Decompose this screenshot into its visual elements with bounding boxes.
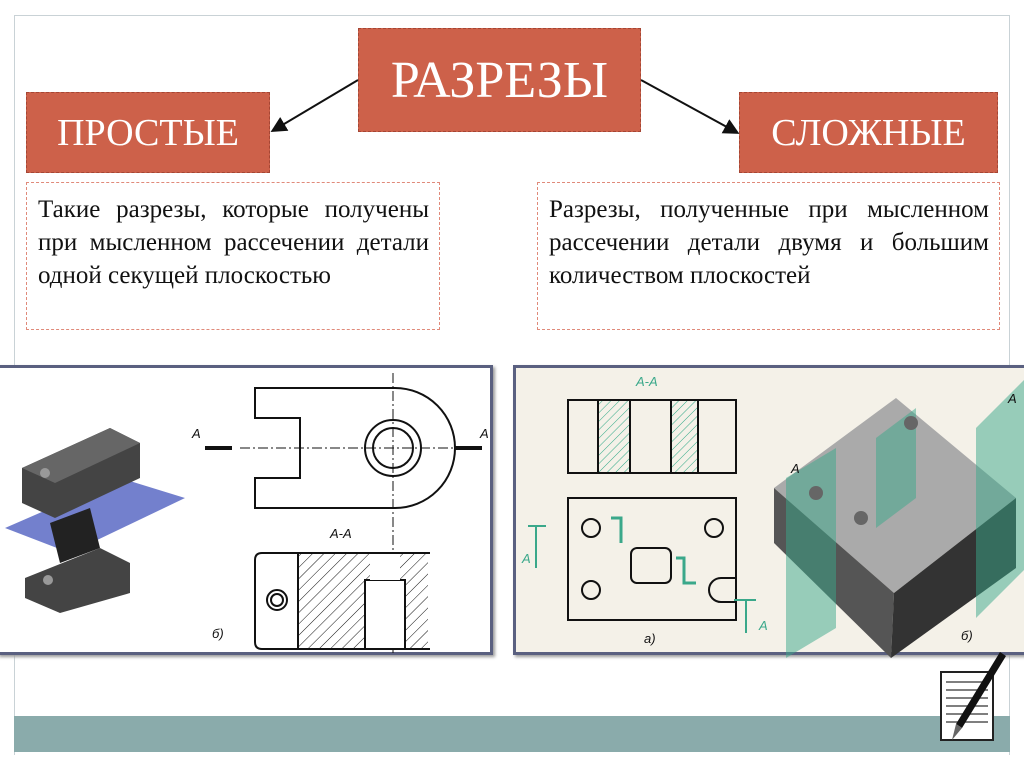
arrow-left <box>270 79 359 133</box>
top-view-drawing <box>205 373 482 653</box>
section-label: А-А <box>329 526 352 541</box>
isometric-part <box>5 428 185 613</box>
caption-a: а) <box>644 631 656 646</box>
section-label: А-А <box>635 374 658 389</box>
title-box: РАЗРЕЗЫ <box>358 28 641 132</box>
mark-left: A <box>521 551 531 566</box>
footer-bar <box>14 716 1010 752</box>
plane-label: A <box>790 461 800 476</box>
arrow-right <box>640 79 740 134</box>
caption-b: б) <box>961 628 973 643</box>
section-drawing <box>254 552 430 650</box>
plane-label-2: A <box>1007 391 1017 406</box>
mark-right: A <box>758 618 768 633</box>
simple-section-figure: A A А-А б) <box>0 365 493 655</box>
complex-heading-box: СЛОЖНЫЕ <box>739 92 998 173</box>
complex-section-figure: А-А A A а) A A б) <box>513 365 1024 658</box>
arrows <box>270 79 740 134</box>
pen-notepad-icon <box>940 652 1006 741</box>
isometric-block <box>774 380 1024 658</box>
top-view-drawing <box>528 497 756 633</box>
section-drawing <box>567 399 737 474</box>
mark-left: A <box>191 426 201 441</box>
mark-right: A <box>479 426 489 441</box>
simple-definition: Такие разрезы, которые получены при мысл… <box>26 182 440 330</box>
caption: б) <box>212 626 224 641</box>
simple-heading-box: ПРОСТЫЕ <box>26 92 270 173</box>
complex-definition: Разрезы, полученные при мысленном рассеч… <box>537 182 1000 330</box>
